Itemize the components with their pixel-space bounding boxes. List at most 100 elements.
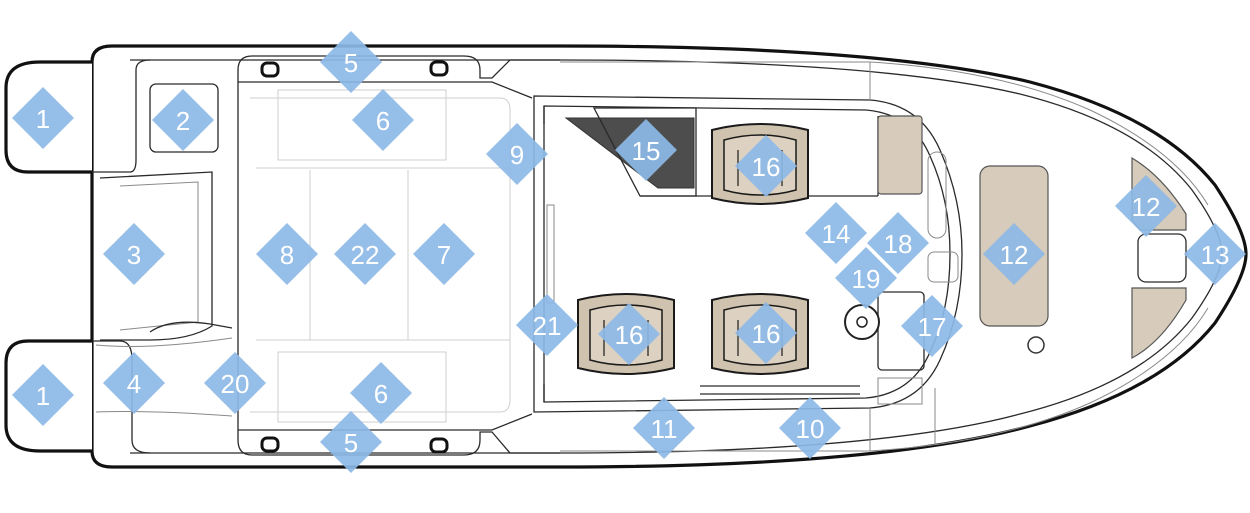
- marker-diamond: [256, 223, 318, 285]
- cockpit-sole-lower: [237, 431, 560, 456]
- marker-m20: 20: [204, 352, 266, 414]
- cabin-window-starboard: [877, 377, 923, 405]
- marker-m5a: 5: [320, 31, 382, 93]
- marker-m4: 4: [103, 352, 165, 414]
- marker-m6a: 6: [352, 89, 414, 151]
- gunwale-rub-line-lower: [869, 307, 1209, 452]
- marker-label: 3: [127, 240, 141, 270]
- marker-label: 22: [351, 240, 380, 270]
- aft-bench-back: [119, 181, 199, 331]
- marker-diamond: [735, 302, 797, 364]
- cockpit-table-area: [250, 97, 511, 413]
- marker-m16b: 16: [598, 303, 660, 365]
- hull-outline: [90, 44, 1248, 469]
- aft-hatch: [149, 83, 219, 153]
- marker-label: 5: [344, 428, 358, 458]
- marker-label: 14: [822, 219, 851, 249]
- bow-fitting: [1027, 336, 1045, 354]
- anchor-locker: [1137, 233, 1187, 283]
- dash-slot-lower: [927, 251, 959, 283]
- marker-label: 16: [752, 152, 781, 182]
- cockpit-rail-top: [238, 81, 533, 99]
- marker-m19: 19: [835, 247, 897, 309]
- marker-label: 12: [1000, 240, 1029, 270]
- marker-m13: 13: [1184, 223, 1246, 285]
- marker-diamond: [152, 89, 214, 151]
- dash-slot: [927, 151, 947, 239]
- marker-label: 17: [918, 312, 947, 342]
- marker-label: 16: [615, 320, 644, 350]
- marker-label: 5: [344, 48, 358, 78]
- marker-diamond: [204, 352, 266, 414]
- marker-m15: 15: [615, 119, 677, 181]
- aft-bench: [99, 171, 213, 341]
- marker-diamond: [12, 87, 74, 149]
- marker-diamond: [901, 295, 963, 357]
- marker-m17: 17: [901, 295, 963, 357]
- marker-diamond: [486, 123, 548, 185]
- marker-m10: 10: [779, 397, 841, 459]
- marker-diamond: [12, 364, 74, 426]
- gunwale-rub-line: [869, 61, 1209, 206]
- marker-diamond: [1184, 223, 1246, 285]
- marker-m18: 18: [867, 212, 929, 274]
- marker-diamond: [835, 247, 897, 309]
- marker-m9: 9: [486, 123, 548, 185]
- marker-label: 9: [510, 140, 524, 170]
- marker-label: 6: [376, 106, 390, 136]
- marker-diamond: [779, 397, 841, 459]
- marker-diamond: [598, 303, 660, 365]
- marker-label: 21: [533, 311, 562, 341]
- marker-m12a: 12: [1115, 175, 1177, 237]
- marker-label: 6: [374, 379, 388, 409]
- wheelhouse-outline: [533, 95, 963, 413]
- marker-diamond: [1115, 175, 1177, 237]
- marker-label: 8: [280, 240, 294, 270]
- marker-m22: 22: [334, 223, 396, 285]
- marker-label: 1: [36, 381, 50, 411]
- marker-diamond: [516, 294, 578, 356]
- marker-diamond: [735, 135, 797, 197]
- marker-label: 11: [651, 414, 678, 444]
- marker-m2: 2: [152, 89, 214, 151]
- marker-m5b: 5: [320, 411, 382, 473]
- marker-label: 15: [632, 136, 661, 166]
- marker-diamond: [633, 397, 695, 459]
- marker-diamond: [350, 362, 412, 424]
- cockpit-sole: [237, 55, 560, 79]
- marker-m7: 7: [413, 223, 475, 285]
- marker-label: 19: [852, 264, 881, 294]
- cockpit-rail-bottom: [238, 413, 533, 431]
- marker-diamond: [413, 223, 475, 285]
- marker-label: 20: [221, 369, 250, 399]
- marker-label: 16: [752, 319, 781, 349]
- marker-label: 18: [884, 229, 913, 259]
- marker-diamond: [334, 223, 396, 285]
- transom-top: [92, 59, 151, 173]
- cleat-mid-starboard: [429, 437, 449, 454]
- marker-diamond: [103, 223, 165, 285]
- marker-label: 7: [437, 240, 451, 270]
- marker-label: 13: [1201, 240, 1230, 270]
- aft-walkway: [95, 337, 233, 417]
- marker-m8: 8: [256, 223, 318, 285]
- marker-m1b: 1: [12, 364, 74, 426]
- marker-m3: 3: [103, 223, 165, 285]
- marker-diamond: [805, 202, 867, 264]
- marker-label: 4: [127, 369, 141, 399]
- marker-diamond: [983, 223, 1045, 285]
- marker-m6b: 6: [350, 362, 412, 424]
- marker-label: 1: [36, 104, 50, 134]
- marker-m21: 21: [516, 294, 578, 356]
- marker-m14: 14: [805, 202, 867, 264]
- marker-diamond: [867, 212, 929, 274]
- marker-m1a: 1: [12, 87, 74, 149]
- marker-diamond: [615, 119, 677, 181]
- marker-m11: 11: [633, 397, 695, 459]
- marker-diamond: [320, 31, 382, 93]
- marker-label: 12: [1132, 192, 1161, 222]
- bow-seat-starboard: [1131, 287, 1187, 360]
- cleat-aft-port: [260, 61, 280, 78]
